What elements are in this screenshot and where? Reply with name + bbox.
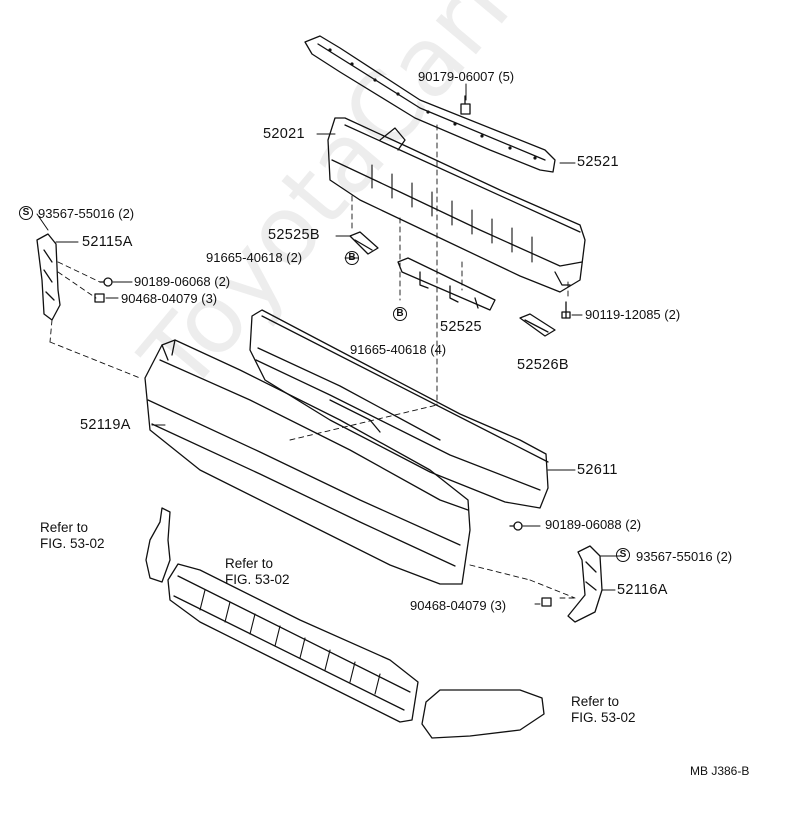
clip-90468-right (541, 597, 552, 607)
retainer-52525 (397, 257, 496, 311)
reinforcement-strip-52521 (304, 35, 556, 173)
s-symbol-right: S (616, 548, 630, 562)
b-symbol-top: B (345, 251, 359, 265)
part-91665-40618-top: 91665-40618 (2) (206, 250, 303, 265)
leader-lines (36, 83, 621, 605)
s-symbol-left: S (19, 206, 33, 220)
refer-note-right: Refer to FIG. 53-02 (571, 694, 636, 726)
right-extension-ref (421, 689, 545, 739)
bracket-52115A (36, 233, 61, 321)
part-93567-55016-left: 93567-55016 (2) (38, 206, 135, 221)
part-52521: 52521 (577, 154, 619, 170)
part-90468-04079-left: 90468-04079 (3) (121, 291, 218, 306)
part-52611: 52611 (577, 462, 618, 478)
diagram-code: MB J386-B (690, 764, 750, 778)
left-bracket-ref (145, 507, 171, 583)
refer-note-left-line2: FIG. 53-02 (40, 536, 105, 551)
bumper-reinforcement-52021 (327, 117, 586, 293)
bracket-52525B (349, 231, 379, 255)
part-90189-06088: 90189-06088 (2) (545, 517, 642, 532)
part-90189-06068: 90189-06068 (2) (134, 274, 231, 289)
refer-note-center-line1: Refer to (225, 556, 274, 571)
part-90119-12085: 90119-12085 (2) (585, 307, 681, 322)
part-90468-04079-right: 90468-04079 (3) (410, 598, 507, 613)
part-93567-55016-right: 93567-55016 (2) (636, 549, 733, 564)
lower-grille-ref (167, 563, 419, 723)
part-52021: 52021 (263, 126, 305, 142)
refer-note-right-line1: Refer to (571, 694, 620, 709)
part-90179-06007: 90179-06007 (5) (418, 69, 515, 84)
refer-note-left-line1: Refer to (40, 520, 89, 535)
part-52525B: 52525B (268, 227, 320, 243)
clip-90189-left (99, 277, 113, 287)
part-91665-40618-bottom: 91665-40618 (4) (350, 342, 447, 357)
part-52119A: 52119A (80, 417, 131, 433)
part-52115A: 52115A (82, 234, 133, 250)
clip-nut-90179 (460, 95, 471, 115)
clip-90189-right (509, 521, 523, 531)
clip-90468-left (94, 293, 105, 303)
bumper-cover-52119A (144, 339, 471, 585)
dashed-assembly-lines (49, 124, 576, 599)
part-52526B: 52526B (517, 357, 569, 373)
bracket-52526B (519, 313, 556, 337)
b-symbol-bottom: B (393, 307, 407, 321)
bolt-90119 (561, 301, 571, 319)
refer-note-right-line2: FIG. 53-02 (571, 710, 636, 725)
bumper-cover-52611 (249, 309, 549, 509)
refer-note-left: Refer to FIG. 53-02 (40, 520, 105, 552)
part-52116A: 52116A (617, 582, 668, 598)
refer-note-center: Refer to FIG. 53-02 (225, 556, 290, 588)
bracket-52116A (567, 545, 603, 623)
refer-note-center-line2: FIG. 53-02 (225, 572, 290, 587)
part-52525: 52525 (440, 319, 482, 335)
